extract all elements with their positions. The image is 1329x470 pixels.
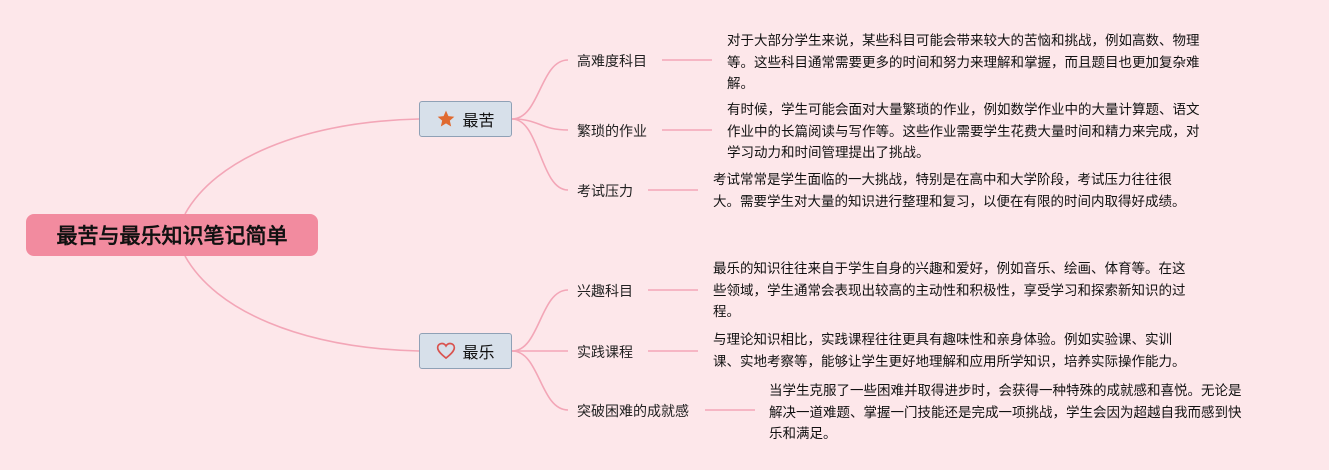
note-line: 与理论知识相比，实践课程往往更具有趣味性和亲身体验。例如实验课、实训: [713, 332, 1172, 348]
branch-label: 最乐: [462, 343, 495, 362]
note-line: 乐和满足。: [769, 426, 837, 442]
branch-label: 最苦: [462, 111, 495, 130]
note-practical-courses: 与理论知识相比，实践课程往往更具有趣味性和亲身体验。例如实验课、实训 课、实地考…: [713, 330, 1186, 373]
note-line: 些领域，学生通常会表现出较高的主动性和积极性，享受学习和探索新知识的过: [713, 282, 1186, 299]
note-line: 有时候，学生可能会面对大量繁琐的作业，例如数学作业中的大量计算题、语文: [727, 102, 1200, 118]
topic-tedious-homework[interactable]: 繁琐的作业: [577, 124, 647, 140]
note-line: 大。需要学生对大量的知识进行整理和复习，以便在有限的时间内取得好成绩。: [713, 193, 1186, 210]
topic-practical-courses[interactable]: 实践课程: [577, 345, 633, 361]
note-line: 程。: [713, 304, 740, 320]
branch-happiest[interactable]: 最乐: [419, 333, 512, 369]
note-line: 考试常常是学生面临的一大挑战，特别是在高中和大学阶段，考试压力往往很: [713, 172, 1172, 188]
topic-difficult-subjects[interactable]: 高难度科目: [577, 54, 647, 70]
note-line: 解。: [727, 76, 754, 92]
star-icon: [436, 109, 456, 129]
topic-achievement[interactable]: 突破困难的成就感: [577, 404, 689, 420]
note-line: 当学生克服了一些困难并取得进步时，会获得一种特殊的成就感和喜悦。无论是: [769, 383, 1242, 399]
branch-hardest[interactable]: 最苦: [419, 101, 512, 137]
note-line: 学习动力和时间管理提出了挑战。: [727, 145, 930, 161]
central-topic[interactable]: 最苦与最乐知识笔记简单: [26, 214, 318, 256]
note-line: 课、实地考察等，能够让学生更好地理解和应用所学知识，培养实际操作能力。: [713, 353, 1186, 370]
note-difficult-subjects: 对于大部分学生来说，某些科目可能会带来较大的苦恼和挑战，例如高数、物理 等。这些…: [727, 31, 1200, 96]
note-line: 作业中的长篇阅读与写作等。这些作业需要学生花费大量时间和精力来完成，对: [727, 123, 1200, 140]
note-exam-pressure: 考试常常是学生面临的一大挑战，特别是在高中和大学阶段，考试压力往往很 大。需要学…: [713, 170, 1186, 213]
note-line: 最乐的知识往往来自于学生自身的兴趣和爱好，例如音乐、绘画、体育等。在这: [713, 261, 1186, 277]
note-line: 解决一道难题、掌握一门技能还是完成一项挑战，学生会因为超越自我而感到快: [769, 404, 1242, 421]
topic-exam-pressure[interactable]: 考试压力: [577, 184, 633, 200]
note-line: 等。这些科目通常需要更多的时间和努力来理解和掌握，而且题目也更加复杂难: [727, 54, 1200, 71]
note-line: 对于大部分学生来说，某些科目可能会带来较大的苦恼和挑战，例如高数、物理: [727, 33, 1200, 49]
note-achievement: 当学生克服了一些困难并取得进步时，会获得一种特殊的成就感和喜悦。无论是 解决一道…: [769, 381, 1242, 446]
heart-icon: [436, 341, 456, 361]
topic-interest-subjects[interactable]: 兴趣科目: [577, 284, 633, 300]
note-interest-subjects: 最乐的知识往往来自于学生自身的兴趣和爱好，例如音乐、绘画、体育等。在这 些领域，…: [713, 259, 1186, 324]
note-tedious-homework: 有时候，学生可能会面对大量繁琐的作业，例如数学作业中的大量计算题、语文 作业中的…: [727, 100, 1200, 165]
